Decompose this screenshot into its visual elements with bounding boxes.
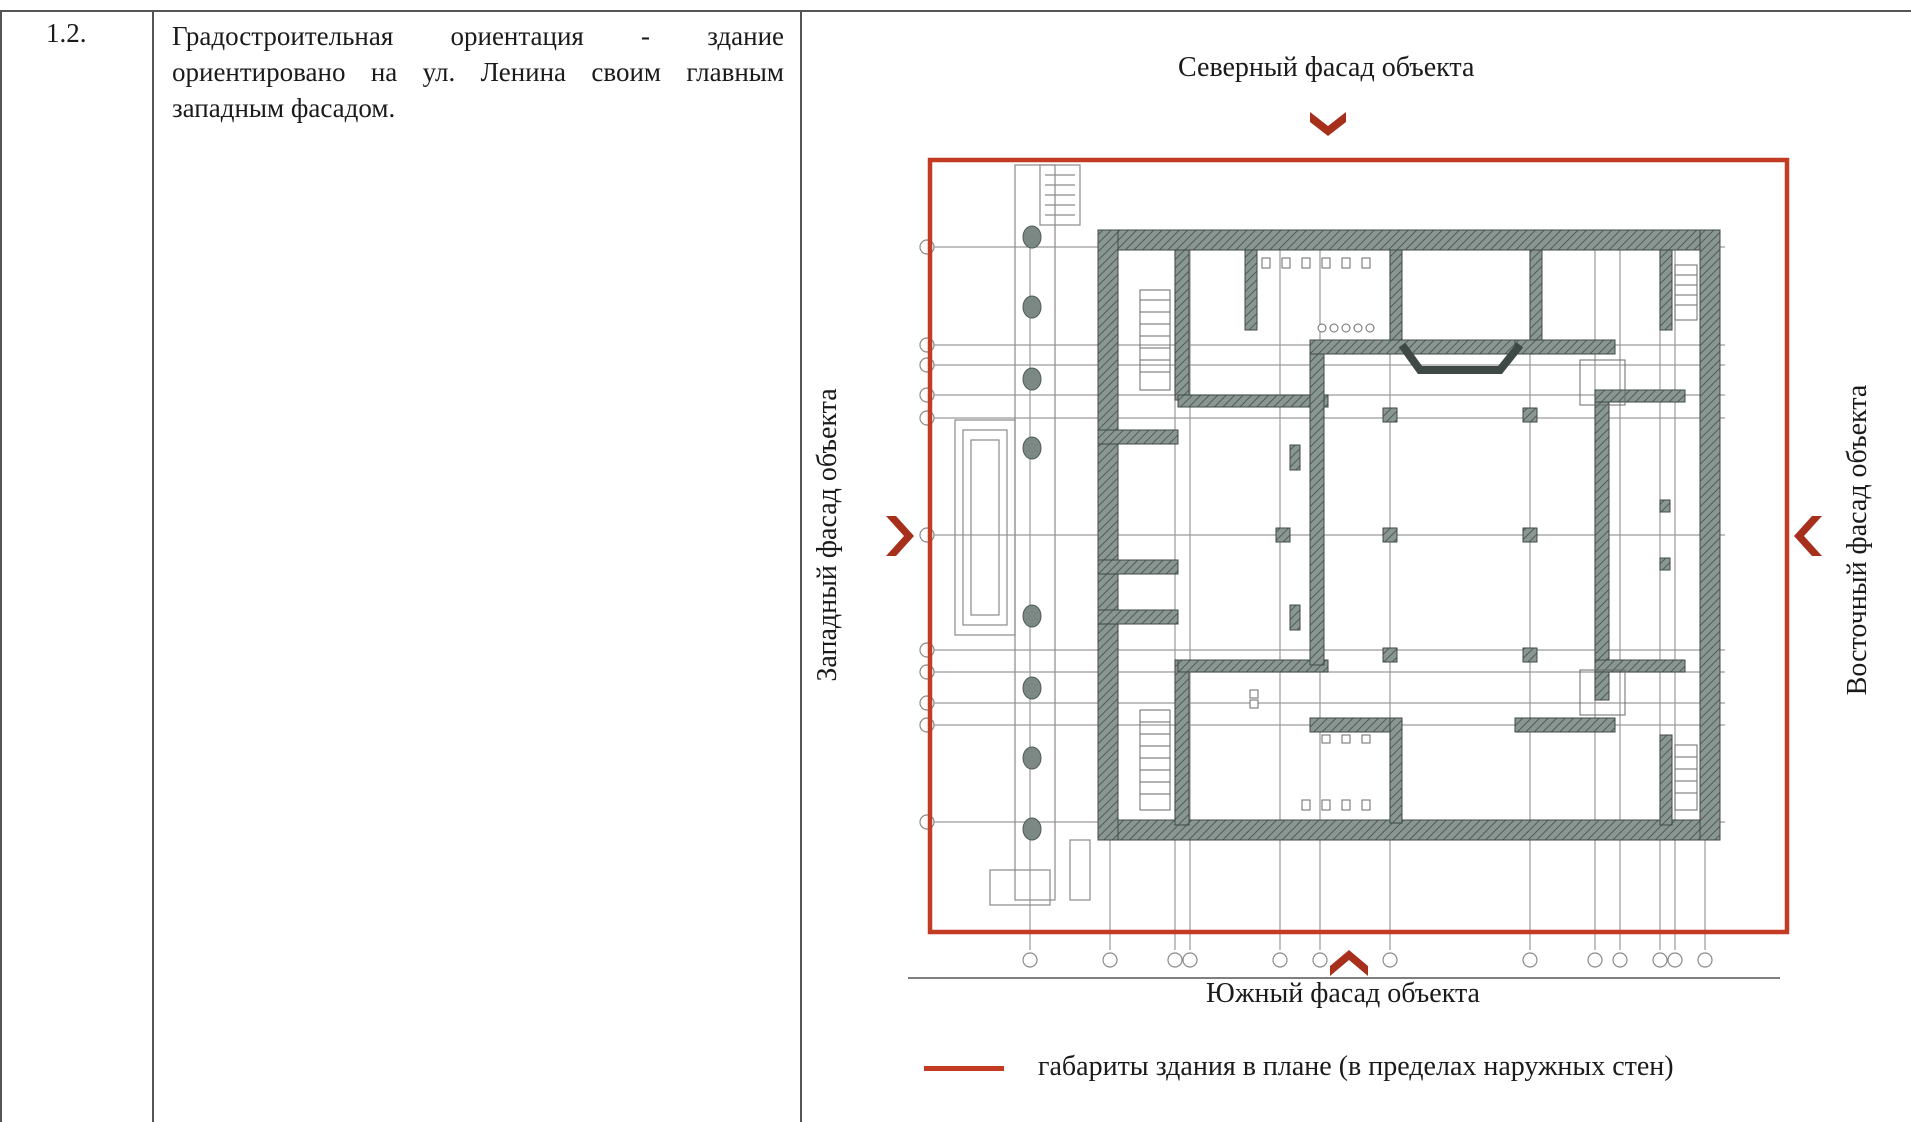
north-facade-label: Северный фасад объекта [1178, 52, 1475, 83]
curved-wall-north [1398, 342, 1524, 374]
table-top-border [0, 10, 1911, 12]
interior-columns [1275, 407, 1671, 663]
building-boundary [927, 157, 1790, 935]
interior-walls [1097, 249, 1686, 826]
chevron-left-icon [1794, 516, 1822, 556]
axis-markers-bottom [1022, 952, 1713, 968]
table-col-border-1 [152, 10, 154, 1122]
west-portico [954, 164, 1091, 906]
portico-columns [1022, 225, 1042, 841]
row-description: Градостроительная ориентация - здание ор… [172, 21, 784, 123]
chevron-up-icon [1330, 950, 1368, 976]
row-number: 1.2. [46, 18, 87, 48]
legend-swatch [924, 1066, 1004, 1071]
sanitary-fixtures [1249, 257, 1375, 811]
south-facade-label: Южный фасад объекта [1206, 978, 1480, 1009]
legend-text: габариты здания в плане (в пределах нару… [1038, 1051, 1674, 1082]
stairs [1139, 264, 1698, 811]
chevron-down-icon [1310, 112, 1346, 136]
table-left-border [0, 10, 2, 1122]
table-col-border-2 [800, 10, 802, 1122]
chevron-right-icon [886, 516, 914, 556]
exterior-walls [1097, 229, 1721, 841]
